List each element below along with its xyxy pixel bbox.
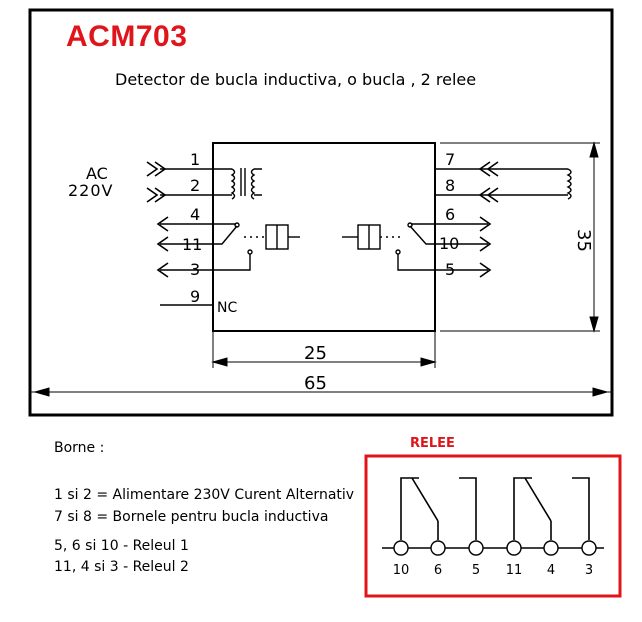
right-pin-wires [435, 161, 560, 278]
pin-label-2: 2 [190, 176, 200, 195]
note-line-2: 7 si 8 = Bornele pentru bucla inductiva [54, 509, 329, 525]
pin-label-3: 3 [190, 260, 200, 279]
terminal-10 [393, 540, 409, 556]
dim-width-outer: 65 [304, 373, 327, 394]
nc-label: NC [217, 300, 237, 316]
pin-label-7: 7 [445, 150, 455, 169]
relay-schematic [382, 477, 604, 549]
terminals-heading: Borne : [54, 440, 105, 456]
terminal-label-11: 11 [506, 563, 523, 578]
terminal-label-6: 6 [434, 563, 442, 578]
product-description: Detector de bucla inductiva, o bucla , 2… [115, 70, 477, 89]
terminal-label-10: 10 [393, 563, 410, 578]
terminal-5 [468, 540, 484, 556]
note-line-3: 5, 6 si 10 - Releul 1 [54, 538, 189, 554]
pin-label-6: 6 [445, 205, 455, 224]
pin-label-8: 8 [445, 176, 455, 195]
pin-label-4: 4 [190, 205, 200, 224]
terminal-label-5: 5 [472, 563, 480, 578]
transformer-symbol [213, 168, 262, 200]
terminal-3 [581, 540, 597, 556]
diagram-frame [28, 8, 614, 417]
relay-terminal-circles [393, 540, 597, 556]
terminal-label-4: 4 [547, 563, 555, 578]
voltage-label: 220V [68, 181, 113, 200]
relay-2-contacts [213, 222, 300, 271]
pin-label-5: 5 [445, 260, 455, 279]
terminal-label-3: 3 [585, 563, 593, 578]
left-pin-labels: 1 2 4 11 3 9 [182, 150, 202, 306]
dimension-lines [30, 141, 612, 397]
product-title: ACM703 [66, 20, 188, 53]
relay-box-title: RELEE [410, 436, 455, 451]
pin-label-11: 11 [182, 235, 202, 254]
pin-label-1: 1 [190, 150, 200, 169]
relay-box [364, 454, 622, 598]
pin-label-9: 9 [190, 287, 200, 306]
left-pin-wires [146, 161, 213, 306]
ac-label: AC [86, 164, 108, 183]
note-line-4: 11, 4 si 3 - Releul 2 [54, 559, 189, 575]
relay-1-contacts [342, 222, 435, 271]
relay-terminal-labels: 10 6 5 11 4 3 [393, 563, 593, 578]
dim-height: 35 [573, 229, 594, 252]
dim-width-inner: 25 [304, 343, 327, 364]
terminal-4 [543, 540, 559, 556]
terminal-11 [506, 540, 522, 556]
right-pin-labels: 7 8 6 10 5 [439, 150, 459, 279]
pin-label-10: 10 [439, 234, 459, 253]
terminal-6 [430, 540, 446, 556]
module-body [212, 142, 436, 332]
note-line-1: 1 si 2 = Alimentare 230V Curent Alternat… [54, 487, 355, 503]
inductive-loop-coil [560, 168, 572, 200]
